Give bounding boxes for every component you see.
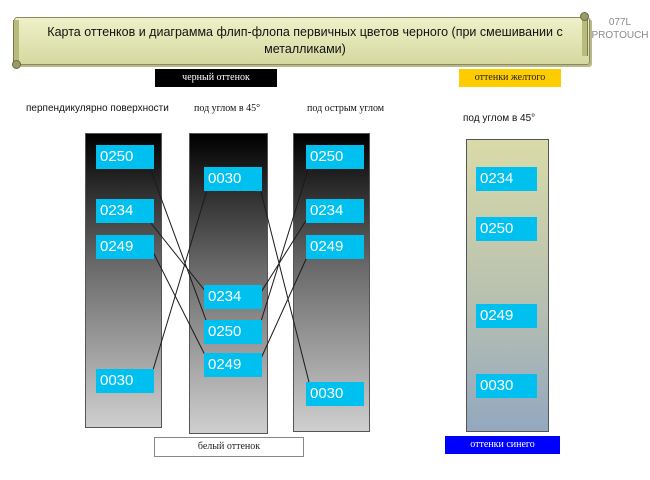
link-0250-45-to-acute [257,156,313,332]
code-box-perp-1: 0250 [96,145,154,169]
yellow-shades-header: оттенки желтого [459,69,561,87]
corner-code: 077L PROTOUCH [590,16,650,42]
white-shade-header: белый оттенок [154,437,304,457]
code-box-yellow-4: 0030 [476,374,537,398]
code-box-acute-1: 0250 [306,145,364,169]
banner-scroll-right [582,16,588,56]
title-banner: Карта оттенков и диаграмма флип-флопа пе… [14,17,590,65]
corner-code-line-1: 077L [608,17,632,28]
angle-acute-label: под острым углом [307,103,385,114]
code-box-45-2: 0234 [204,285,262,309]
angle-perpendicular-label: перпендикулярно поверхности [26,103,169,114]
link-0249-perp-to-45 [149,245,211,366]
blue-shades-header: оттенки синего [445,436,560,454]
angle-45-label: под углом в 45° [194,103,261,114]
code-box-yellow-3: 0249 [476,304,537,328]
code-box-acute-2: 0234 [306,199,364,223]
banner-scroll-left [13,20,19,64]
link-0250-perp-to-45 [149,167,211,332]
link-0030-perp-to-45 [149,179,211,381]
scroll-knob-bottom-left [12,60,21,69]
corner-code-line-2: PROTOUCH [591,30,649,41]
diagram-title: Карта оттенков и диаграмма флип-флопа пе… [47,25,563,56]
link-0234-perp-to-45 [149,221,211,298]
link-0249-45-to-acute [257,245,313,366]
code-box-yellow-1: 0234 [476,167,537,191]
angle-45-yellow-label: под углом в 45° [463,113,536,124]
black-shade-header: черный оттенок [155,69,277,87]
link-0234-45-to-acute [257,210,313,298]
scroll-knob-top-right [580,12,589,21]
code-box-perp-4: 0030 [96,369,154,393]
code-box-45-1: 0030 [204,167,262,191]
code-box-perp-3: 0249 [96,235,154,259]
code-box-yellow-2: 0250 [476,217,537,241]
code-box-acute-4: 0030 [306,382,364,406]
code-box-perp-2: 0234 [96,199,154,223]
code-box-acute-3: 0249 [306,235,364,259]
code-box-45-4: 0249 [204,353,262,377]
code-box-45-3: 0250 [204,320,262,344]
link-0030-45-to-acute [257,179,313,395]
